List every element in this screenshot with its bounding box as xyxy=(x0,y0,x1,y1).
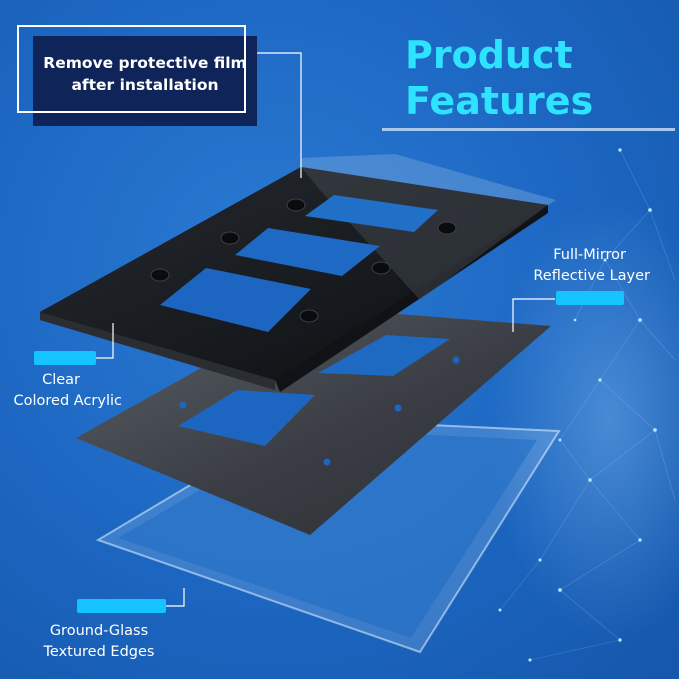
glass-label-line-1: Ground-Glass xyxy=(49,623,149,639)
callout-line-2: after installation xyxy=(71,76,219,94)
glass-label-line-2: Textured Edges xyxy=(43,644,155,660)
acrylic-layer-label: Clear Colored Acrylic xyxy=(2,370,122,412)
protective-film-callout-text: Remove protective film after installatio… xyxy=(33,52,257,96)
leader-lines xyxy=(96,52,555,607)
title-line-1: Product xyxy=(405,33,573,77)
mirror-layer-label: Full-Mirror Reflective Layer xyxy=(520,245,650,287)
title-underline xyxy=(382,128,675,131)
acrylic-label-line-2: Colored Acrylic xyxy=(13,393,122,409)
protective-film-callout-border xyxy=(17,25,246,113)
mirror-label-tag xyxy=(556,291,624,305)
network-plexus-decoration xyxy=(490,148,679,662)
page-title: Product Features xyxy=(405,32,593,124)
acrylic-label-tag xyxy=(34,351,96,365)
acrylic-label-line-1: Clear xyxy=(42,372,80,388)
title-line-2: Features xyxy=(405,79,594,123)
mirror-layer xyxy=(76,307,551,535)
glass-layer-label: Ground-Glass Textured Edges xyxy=(24,621,174,663)
mirror-label-line-1: Full-Mirror xyxy=(553,247,626,263)
mirror-label-line-2: Reflective Layer xyxy=(533,268,650,284)
callout-line-1: Remove protective film xyxy=(43,54,247,72)
glass-label-tag xyxy=(77,599,166,613)
acrylic-plate-layer xyxy=(40,154,556,392)
